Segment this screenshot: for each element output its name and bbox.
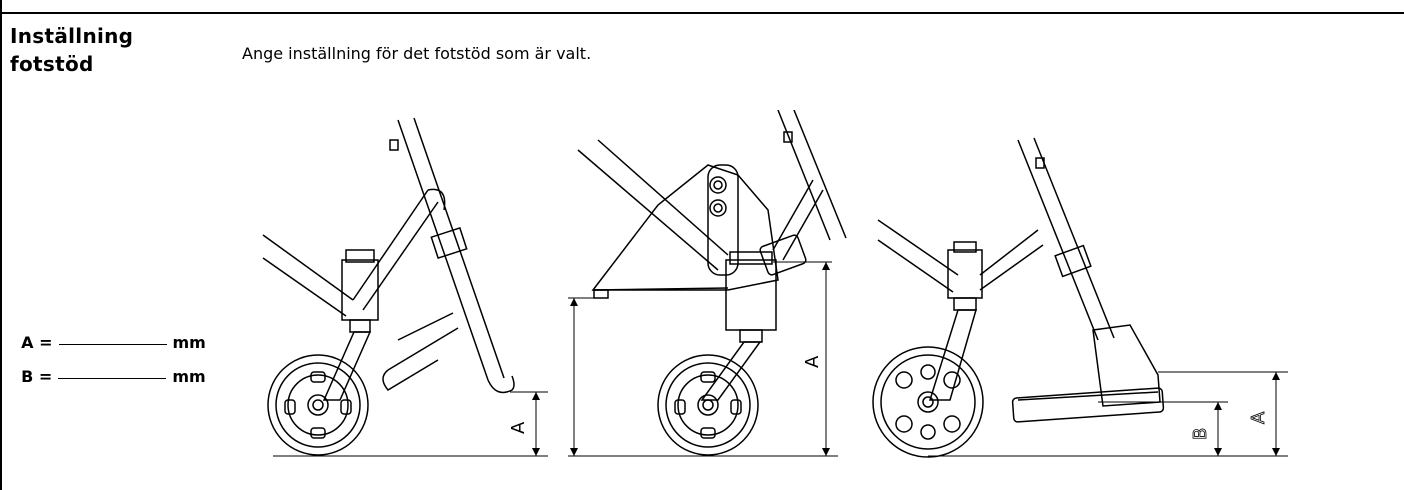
field-a-label: A = [21, 333, 53, 352]
footrest-figure-3: B A [872, 137, 1288, 458]
left-rule [0, 0, 2, 490]
field-b[interactable]: B = mm [10, 348, 206, 386]
field-b-label: B = [21, 367, 53, 386]
footrest-figure-2: B A [568, 110, 847, 457]
heading-line-1: Inställning [10, 24, 134, 48]
field-b-blank[interactable] [58, 378, 167, 379]
field-a-blank[interactable] [58, 344, 167, 345]
heading-line-2: fotstöd [10, 52, 94, 76]
dim-label-b-2: B [568, 362, 571, 374]
field-a[interactable]: A = mm [10, 314, 206, 352]
dimension-lines-2 [568, 261, 838, 457]
top-rule [0, 0, 1404, 14]
section-heading: Inställning fotstöd [10, 22, 133, 78]
field-a-unit: mm [172, 333, 206, 352]
dim-label-a-2: A [802, 355, 823, 368]
dim-label-b-3: B [1190, 428, 1211, 440]
footrest-figure-1: A [262, 117, 548, 457]
frame-drawing-2 [577, 110, 847, 456]
dimension-lines-3 [928, 372, 1288, 457]
dimension-lines-1 [273, 391, 548, 457]
field-b-unit: mm [172, 367, 206, 386]
dim-label-a-3: A [1248, 411, 1269, 424]
intro-text: Ange inställning för det fotstöd som är … [242, 44, 592, 63]
frame-drawing-1 [262, 117, 515, 456]
frame-drawing-3 [872, 137, 1288, 458]
dim-label-a-1: A [508, 421, 529, 434]
